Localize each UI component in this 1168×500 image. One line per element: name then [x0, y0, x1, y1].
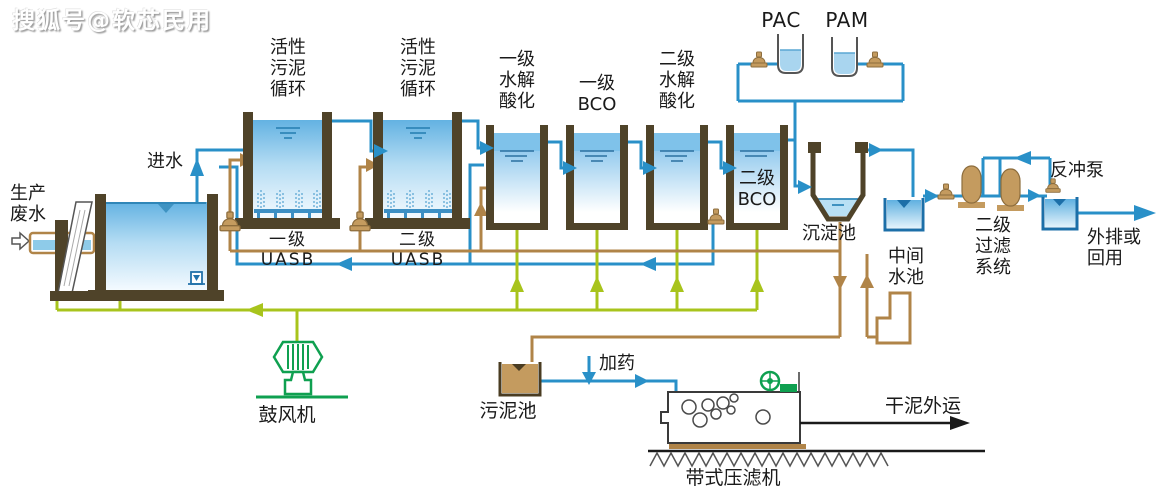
label-intermediate-tank: 中间 水池: [888, 246, 924, 288]
dry-sludge-arrow: [800, 416, 970, 430]
bco2-tank: [726, 125, 788, 230]
label-sedimentation: 沉淀池: [802, 223, 856, 244]
bubbles-icon: [257, 190, 321, 208]
belt-filter-press-icon: [660, 370, 806, 449]
uasb2-tank: [365, 112, 470, 229]
label-hydrolysis1: 一级 水解 酸化: [499, 49, 535, 112]
filter-vessel-1-icon: [958, 165, 985, 208]
label-inflow: 进水: [147, 151, 183, 172]
label-production-wastewater: 生产 废水: [10, 183, 46, 225]
label-uasb2-recycle: 活性 污泥 循环: [400, 37, 436, 100]
label-bco1: 一级 BCO: [577, 73, 617, 115]
label-uasb1-recycle: 活性 污泥 循环: [270, 37, 306, 100]
uasb1-tank: [235, 112, 340, 229]
label-blower: 鼓风机: [258, 404, 316, 426]
sludge-pool-icon: [498, 362, 542, 397]
pam-beaker-icon: [831, 37, 858, 77]
label-pam: PAM: [825, 8, 869, 32]
label-discharge-or-reuse: 外排或 回用: [1087, 227, 1141, 269]
sedimentation-tank: [808, 142, 868, 222]
label-sludge-tank: 污泥池: [479, 400, 537, 422]
hydrolysis1-tank: [486, 125, 548, 230]
bco1-tank: [566, 125, 628, 230]
intermediate-tank-icon: [883, 198, 925, 232]
label-dosing: 加药: [599, 353, 635, 374]
hydrolysis2-tank: [646, 125, 708, 230]
label-belt-filter-press: 带式压滤机: [685, 467, 781, 489]
pac-dosing-pump-icon: [750, 51, 768, 68]
pam-dosing-pump-icon: [866, 51, 884, 68]
blower-icon: [256, 340, 348, 399]
label-uasb2: 二级UASB: [390, 230, 446, 270]
air-pipes: [55, 230, 759, 343]
bco2-return-pump-icon: [707, 208, 725, 225]
press-motor-icon: [759, 370, 797, 392]
clear-water-tank-icon: [1041, 197, 1079, 231]
submersible-pump-icon: [188, 271, 205, 285]
sludge-hopper-icon: [875, 291, 912, 345]
watermark: 搜狐号@软芯民用: [12, 8, 212, 34]
label-bco2: 二级 BCO: [737, 168, 777, 210]
label-filter-system: 二级 过滤 系统: [975, 215, 1011, 278]
flow-arrows: [190, 141, 1156, 388]
pac-beaker-icon: [777, 34, 804, 74]
transfer-pump-icon: [937, 183, 955, 200]
bubbles-icon: [387, 190, 451, 208]
label-backwash-pump: 反冲泵: [1050, 160, 1104, 181]
label-dry-sludge-out: 干泥外运: [884, 395, 961, 417]
ground-hatching: [649, 451, 889, 468]
label-pac: PAC: [761, 8, 801, 32]
label-uasb1: 一级UASB: [260, 230, 316, 270]
label-hydrolysis2: 二级 水解 酸化: [659, 49, 695, 112]
diffuser-bar-icon: [384, 209, 452, 213]
filter-vessel-2-icon: [997, 168, 1024, 211]
ground: [648, 449, 985, 468]
equalization-tank: [88, 194, 224, 301]
diffuser-bar-icon: [254, 209, 322, 213]
bar-screen-icon: [50, 201, 106, 301]
air-pipe-arrows: [246, 276, 764, 317]
press-rollers-icon: [681, 393, 771, 428]
